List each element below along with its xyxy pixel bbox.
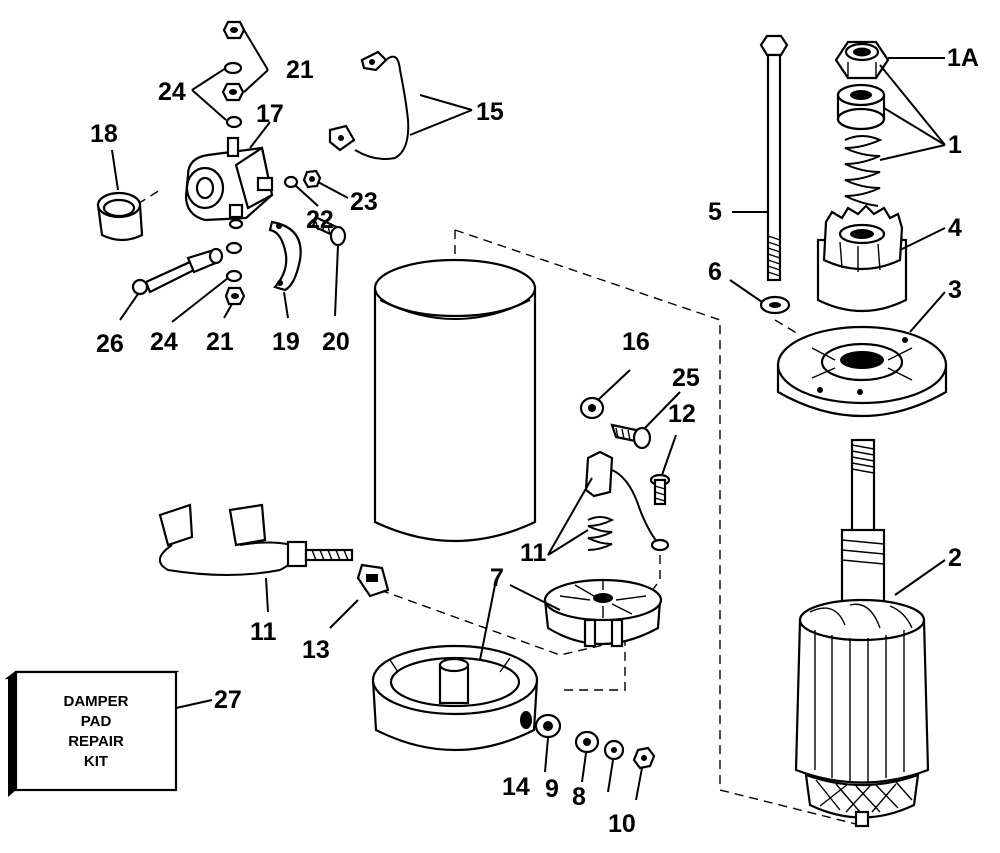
callout-9: 9 — [545, 775, 559, 803]
callout-5: 5 — [708, 198, 722, 226]
lockwasher-top — [223, 61, 243, 75]
damper-pad-repair-kit: DAMPER PAD REPAIR KIT — [4, 670, 180, 797]
callout-21-top: 21 — [286, 56, 314, 84]
nut-23 — [302, 169, 322, 189]
callout-20: 20 — [322, 328, 350, 356]
callout-19: 19 — [272, 328, 300, 356]
positive-brush-set — [158, 503, 354, 576]
callout-25: 25 — [672, 364, 700, 392]
callout-7: 7 — [490, 564, 504, 592]
callout-4: 4 — [948, 214, 962, 242]
callout-3: 3 — [948, 276, 962, 304]
callout-labels: 1A 1 2 3 4 5 6 7 8 9 10 11 11 12 13 14 1… — [90, 44, 979, 838]
callout-24-bottom: 24 — [150, 328, 178, 356]
plunger-link — [131, 247, 224, 296]
commutator-end-cap — [371, 644, 539, 752]
callout-14: 14 — [502, 773, 530, 801]
terminal-nut-bottom — [224, 286, 246, 306]
hex-nut — [632, 746, 656, 770]
callout-12: 12 — [668, 400, 696, 428]
callout-8: 8 — [572, 783, 586, 811]
kit-label-line1: DAMPER — [63, 693, 128, 710]
kit-label-line3: REPAIR — [68, 733, 124, 750]
lockwasher-22 — [283, 175, 299, 189]
solenoid-cap — [96, 191, 144, 242]
leader-lines — [111, 29, 946, 801]
field-frame — [373, 258, 537, 543]
callout-1: 1 — [948, 131, 962, 159]
callout-21-bottom: 21 — [206, 328, 234, 356]
solenoid-cable — [328, 50, 410, 160]
starter-solenoid — [184, 136, 274, 230]
stop-collar — [836, 83, 886, 131]
thrust-washer — [534, 713, 562, 739]
callout-17: 17 — [256, 100, 284, 128]
brush-screw — [649, 473, 671, 506]
brush-spring-clip — [356, 563, 390, 598]
pinion-nut — [834, 40, 890, 80]
callout-16: 16 — [622, 328, 650, 356]
callout-22: 22 — [306, 206, 334, 234]
flat-washer — [574, 730, 600, 754]
callout-11-left: 11 — [250, 618, 277, 646]
terminal-bolt — [610, 423, 652, 450]
callout-24-top: 24 — [158, 78, 186, 106]
armature — [794, 438, 930, 828]
callout-1A: 1A — [947, 44, 979, 72]
lock-washer — [759, 295, 791, 315]
kit-label-line4: KIT — [84, 753, 108, 770]
anti-drift-spring — [844, 135, 883, 207]
lockwasher-lower — [225, 241, 243, 255]
through-bolt — [759, 34, 789, 282]
callout-6: 6 — [708, 258, 722, 286]
lockwasher-middle — [225, 115, 243, 129]
callout-27: 27 — [214, 686, 242, 714]
callout-11-right: 11 — [520, 539, 547, 567]
callout-2: 2 — [948, 544, 962, 572]
drive-pinion — [816, 204, 908, 313]
solenoid-bracket — [268, 220, 302, 292]
callout-10: 10 — [608, 810, 636, 838]
lockwasher-bottom — [225, 269, 243, 283]
terminal-nut-middle — [221, 82, 245, 102]
brush-holder — [543, 578, 663, 648]
lock-washer-small — [603, 739, 625, 761]
callout-13: 13 — [302, 636, 330, 664]
callout-26: 26 — [96, 330, 124, 358]
drive-end-head — [776, 325, 948, 418]
terminal-washer — [579, 396, 605, 420]
callout-23: 23 — [350, 188, 378, 216]
callout-18: 18 — [90, 120, 118, 148]
kit-label-line2: PAD — [81, 713, 112, 730]
callout-15: 15 — [476, 98, 504, 126]
terminal-nut-top — [222, 20, 246, 40]
